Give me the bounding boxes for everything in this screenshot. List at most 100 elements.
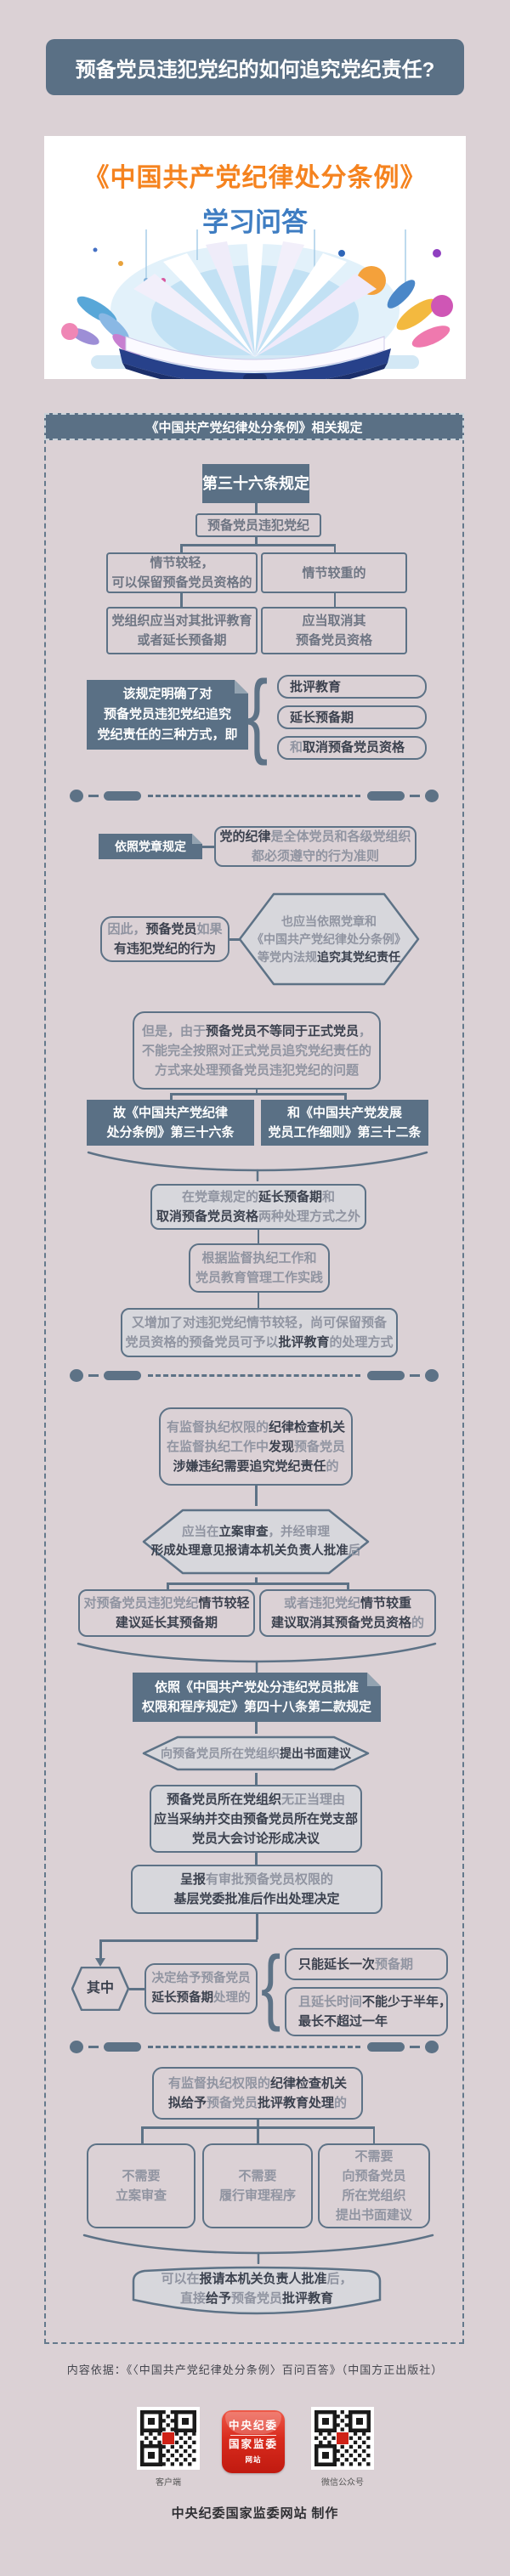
- connector-line: [99, 1939, 102, 1958]
- connector-line: [333, 544, 336, 553]
- brace-icon: {: [261, 1939, 281, 2033]
- divider-capsule-icon: [367, 790, 405, 801]
- connector-line: [257, 1293, 259, 1308]
- page-title: 预备党员违犯党纪的如何追究党纪责任?: [46, 39, 464, 95]
- connector-line: [167, 1582, 348, 1585]
- node-decide-extend: 决定给予预备党员 延长预备期处理的: [144, 1963, 258, 2014]
- content-source: 内容依据：《〈中国共产党纪律处分条例〉百问百答》（中国方正出版社）: [66, 2364, 444, 2376]
- connector-line: [230, 938, 240, 941]
- node-direct-criticize-education: 可以在报请本机关负责人批准后， 直接给予预备党员批评教育: [131, 2264, 382, 2320]
- connector-line: [167, 1582, 169, 1589]
- section-divider: [70, 1368, 439, 1382]
- divider-dot-icon: [425, 2040, 439, 2053]
- qr-label-wechat: 微信公众号: [321, 2478, 364, 2488]
- connector-line: [257, 1230, 259, 1243]
- node-rules-art32: 和《中国共产党发展 党员工作细则》第三十二条: [261, 1100, 437, 1154]
- node-no-filing: 不需要 立案审查: [87, 2143, 196, 2228]
- connector-line: [180, 544, 336, 546]
- connector-line: [255, 1577, 258, 1582]
- connector-line: [170, 1093, 346, 1096]
- merge-brace-icon: [87, 1151, 428, 1181]
- connector-line: [257, 2126, 259, 2143]
- connector-line: [129, 1988, 144, 1990]
- divider-dot-icon: [425, 1368, 439, 1382]
- node-report-committee-approval: 呈报有审批预备党员权限的 基层党委批准后作出处理决定: [131, 1865, 382, 1914]
- connector-line: [257, 2120, 259, 2126]
- divider-capsule-icon: [367, 2041, 405, 2052]
- node-cancel-status: 应当取消其 预备党员资格: [261, 607, 407, 654]
- banner-subtitle: 学习问答: [202, 207, 308, 237]
- node-discipline-organ-discovers: 有监督执纪权限的纪律检查机关 在监督执纪工作中发现预备党员 涉嫌违纪需要追究党纪…: [159, 1407, 353, 1486]
- section-header: 《中国共产党纪律处分条例》相关规定: [44, 413, 464, 440]
- node-suggest-extend: 对预备党员违犯党纪情节较轻 建议延长其预备期: [78, 1589, 255, 1637]
- node-article36: 第三十六条规定: [202, 464, 318, 512]
- node-written-suggestion: 向预备党员所在党组织提出书面建议: [142, 1734, 370, 1773]
- divider-capsule-icon: [104, 2041, 141, 2052]
- connector-line: [255, 537, 258, 545]
- page-title-text: 预备党员违犯党纪的如何追究党纪责任?: [75, 58, 435, 82]
- node-pursue-responsibility: 也应当依照党章和 《中国共产党纪律处分条例》 等党内法规追究其党纪责任: [238, 889, 420, 989]
- node-branch-meeting-resolution: 预备党员所在党组织无正当理由 应当采纳并交由预备党员所在党支部 党员大会讨论形成…: [150, 1785, 362, 1853]
- connector-line: [333, 593, 336, 607]
- qr-code-wechat: [311, 2407, 374, 2470]
- ccdi-app-icon: 中央纪委 国家监委 网站: [222, 2410, 285, 2473]
- node-if-violates: 因此，预备党员如果 有违犯党纪的行为: [100, 916, 230, 962]
- node-party-discipline-def: 党的纪律是全体党员和各级党组织 都必须遵守的行为准则: [214, 826, 416, 867]
- merge-brace-icon: [82, 2233, 434, 2264]
- node-added-criticize-education: 又增加了对违犯党纪情节较轻，尚可保留预备 党员资格的预备党员可予以批评教育的处理…: [121, 1308, 398, 1357]
- banner-illustration: 《中国共产党纪律处分条例》 学习问答: [44, 136, 466, 379]
- qr-label-client: 客户端: [156, 2478, 181, 2488]
- connector-line: [255, 1853, 258, 1865]
- node-besides-two-methods: 在党章规定的延长预备期和 取消预备党员资格两种处理方式之外: [150, 1184, 366, 1230]
- section-divider: [70, 2040, 439, 2053]
- divider-dot-icon: [70, 789, 83, 802]
- connector-line: [372, 2126, 375, 2143]
- banner-title: 《中国共产党纪律处分条例》: [83, 164, 427, 192]
- node-extend-once: 只能延长一次预备期: [285, 1948, 448, 1980]
- node-practice-basis: 根据监督执纪工作和 党员教育管理工作实践: [189, 1243, 330, 1293]
- callout-per-constitution: 依照党章规定: [99, 834, 202, 859]
- pill-extend-probation: 延长预备期: [277, 705, 427, 729]
- connector-line: [180, 544, 183, 553]
- divider-capsule-icon: [104, 1370, 141, 1380]
- pill-criticize-education: 批评教育: [277, 675, 427, 699]
- pill-cancel-qualification: 和取消预备党员资格: [277, 736, 427, 760]
- brace-icon: {: [246, 660, 269, 766]
- connector-line: [180, 593, 183, 607]
- divider-capsule-icon: [104, 790, 141, 801]
- qr-code-client: [137, 2407, 200, 2470]
- callout-approval-regulation: 依照《中国共产党处分违纪党员批准 权限和程序规定》第四十八条第二款规定: [133, 1673, 381, 1722]
- connector-line: [255, 1773, 258, 1785]
- node-criticize-educate: 党组织应当对其批评教育 或者延长预备期: [106, 607, 258, 654]
- callout-three-methods: 该规定明确了对 预备党员违犯党纪追究 党纪责任的三种方式，即: [87, 680, 248, 750]
- connector-line: [255, 503, 258, 513]
- credit-line: 中央纪委国家监委网站 制作: [171, 2507, 339, 2521]
- connector-line: [202, 846, 214, 848]
- connector-line: [99, 1939, 258, 1942]
- connector-line: [255, 1486, 258, 1506]
- connector-line: [344, 1093, 347, 1101]
- node-extend-duration: 且延长时间不能少于半年， 最长不超过一年: [285, 1987, 451, 2036]
- open-book-illustration: [61, 229, 453, 379]
- node-among-which: 其中: [71, 1967, 129, 2011]
- divider-capsule-icon: [367, 1370, 405, 1380]
- connector-line: [255, 1722, 258, 1734]
- connector-line: [141, 2126, 144, 2143]
- node-suggest-cancel: 或者违犯党纪情节较重 建议取消其预备党员资格的: [259, 1589, 436, 1637]
- connector-line: [256, 1914, 258, 1939]
- app-icon-divider: [230, 2435, 276, 2436]
- divider-dot-icon: [425, 789, 439, 802]
- connector-line: [347, 1582, 349, 1589]
- connector-line: [170, 1093, 173, 1101]
- divider-dot-icon: [70, 2040, 83, 2053]
- node-serious-case: 情节较重的: [261, 552, 407, 593]
- node-file-review: 应当在立案审查，并经审理 形成处理意见报请本机关负责人批准后: [142, 1506, 370, 1577]
- node-regulation-art36: 故《中国共产党纪律 处分条例》第三十六条: [87, 1100, 263, 1154]
- node-no-trial-procedure: 不需要 履行审理程序: [202, 2143, 313, 2228]
- node-intend-criticize-education: 有监督执纪权限的纪律检查机关 拟给予预备党员批评教育处理的: [152, 2067, 363, 2120]
- merge-brace-icon: [76, 1642, 437, 1673]
- section-divider: [70, 789, 439, 802]
- connector-line: [255, 1090, 258, 1094]
- node-minor-case: 情节较轻， 可以保留预备党员资格的: [106, 552, 258, 593]
